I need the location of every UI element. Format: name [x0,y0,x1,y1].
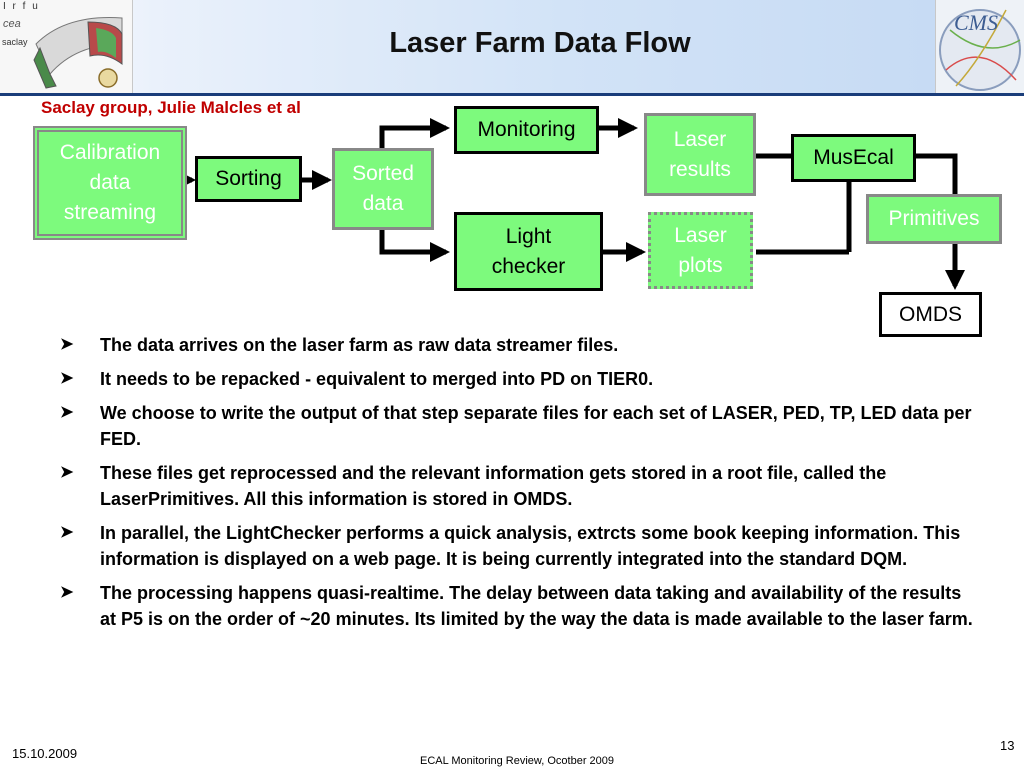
bullet-item: ➤The processing happens quasi-realtime. … [60,580,980,632]
page-number: 13 [1000,738,1015,753]
bullet-arrow-icon: ➤ [60,464,74,481]
bullet-arrow-icon: ➤ [60,370,74,387]
node-sorting: Sorting [195,156,302,202]
slide-title: Laser Farm Data Flow [389,27,691,59]
bullet-arrow-icon: ➤ [60,524,74,541]
node-light-checker: Light checker [454,212,603,291]
node-sorted-data: Sorted data [332,148,434,230]
node-musecal: MusEcal [791,134,916,182]
bullet-item: ➤These files get reprocessed and the rel… [60,460,980,512]
slide-subtitle: Saclay group, Julie Malcles et al [41,98,301,117]
irfu-logo-text: I r f u [3,1,40,12]
arrow-sorted-to-monitoring [379,118,450,148]
cms-logo-text: CMS [954,10,998,35]
cms-logo: CMS [935,0,1024,93]
bullet-item: ➤It needs to be repacked - equivalent to… [60,366,980,392]
footer-text: ECAL Monitoring Review, Ocotber 2009 [420,755,615,767]
bullet-arrow-icon: ➤ [60,404,74,421]
node-laser-results: Laser results [644,113,756,196]
arrow-sorted-to-light-checker [379,230,450,262]
node-omds: OMDS [879,292,982,337]
slide-header [0,0,1024,96]
bullet-arrow-icon: ➤ [60,336,74,353]
cms-event-display-icon [939,9,1021,91]
bullet-list: ➤The data arrives on the laser farm as r… [60,332,980,640]
bullet-arrow-icon: ➤ [60,584,74,601]
node-calibration-data-streaming: Calibration data streaming [33,126,187,240]
irfu-cea-saclay-logo: I r f u cea saclay [0,0,133,93]
detector-illustration-icon [33,17,123,89]
saclay-logo-text: saclay [2,37,28,47]
cea-logo-text: cea [3,18,21,30]
node-laser-plots: Laser plots [648,212,753,289]
node-primitives: Primitives [866,194,1002,244]
bullet-item: ➤We choose to write the output of that s… [60,400,980,452]
footer-date: 15.10.2009 [12,746,78,761]
bullet-item: ➤In parallel, the LightChecker performs … [60,520,980,572]
bullet-item: ➤The data arrives on the laser farm as r… [60,332,980,358]
node-monitoring: Monitoring [454,106,599,154]
